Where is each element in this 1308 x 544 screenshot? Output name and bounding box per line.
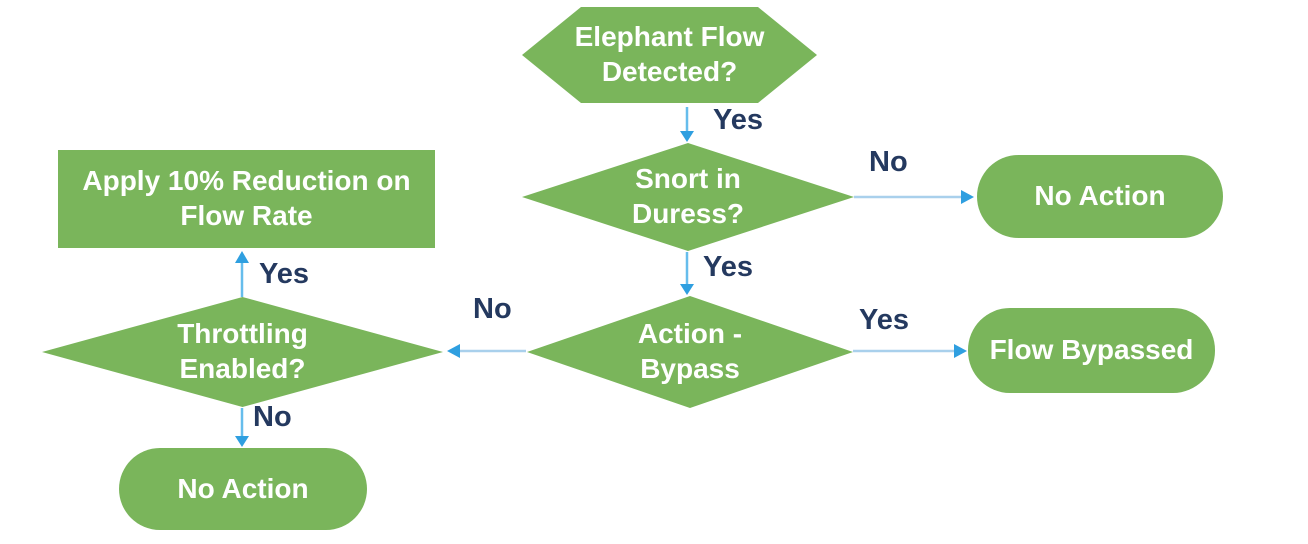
node-apply-reduction: Apply 10% Reduction on Flow Rate [58,150,435,248]
edge-label-snort-no: No [869,146,908,178]
arrow-down-icon [680,284,694,295]
arrow-down-icon [680,131,694,142]
edge-label-bypass-no: No [473,293,512,325]
edge-label-elephant-yes: Yes [713,104,763,136]
node-no-action-bottom: No Action [119,448,367,530]
edge-label-throttling-no: No [253,401,292,433]
edge-label-snort-yes: Yes [703,251,753,283]
arrow-left-icon [447,344,460,358]
edge-snort-to-no-action [854,190,974,204]
node-elephant-flow-detected: Elephant Flow Detected? [522,7,817,103]
edge-throttling-to-no-action [235,408,249,447]
edge-action-bypass-to-flow-bypassed [853,344,967,358]
edge-label-throttling-yes: Yes [259,258,309,290]
edge-action-bypass-to-throttling [447,344,526,358]
edge-elephant-to-snort [680,107,694,142]
edge-label-bypass-yes: Yes [859,304,909,336]
node-no-action-top: No Action [977,155,1223,238]
node-flow-bypassed: Flow Bypassed [968,308,1215,393]
arrow-right-icon [961,190,974,204]
arrow-down-icon [235,436,249,447]
arrow-up-icon [235,251,249,263]
arrow-right-icon [954,344,967,358]
edge-snort-to-action-bypass [680,252,694,295]
edge-throttling-to-apply-reduction [235,251,249,297]
